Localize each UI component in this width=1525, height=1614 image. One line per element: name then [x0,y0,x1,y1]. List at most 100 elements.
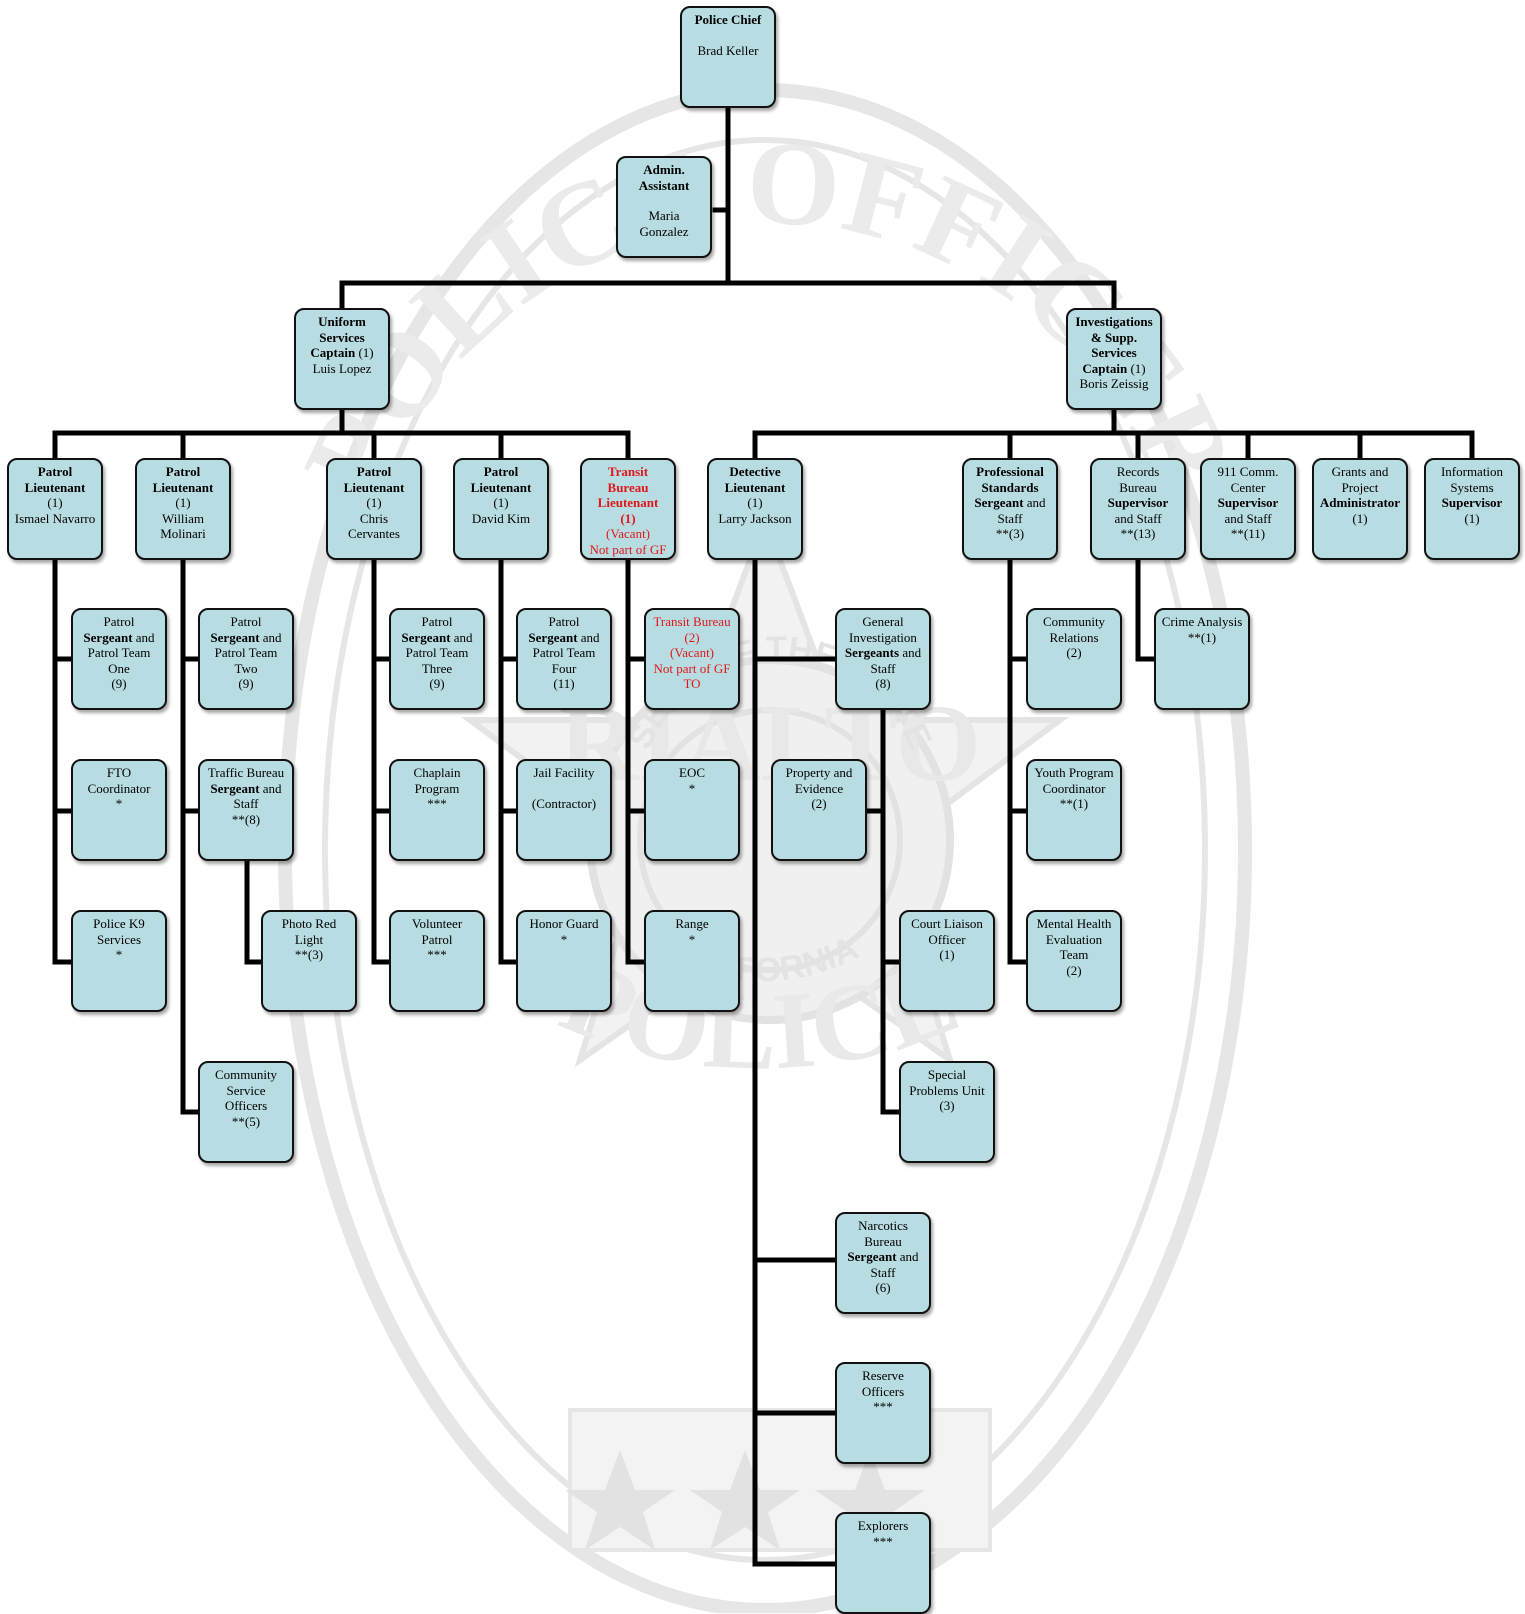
node-text-line: * [649,781,735,797]
node-text: Reserve [862,1368,904,1383]
node-text: Explorers [857,1518,909,1533]
node-text-line: Community [203,1067,289,1083]
node-text-bold: Sergeant [210,780,260,796]
node-text-line: Coordinator [1031,781,1117,797]
node-text: Program [414,780,460,796]
node-text-line: (1) [904,947,990,963]
node-text: (11) [553,676,575,691]
node-text: Police K9 [93,916,145,931]
node-line-gap [621,193,707,208]
node-text: (1) [1127,360,1146,376]
node-text: and Staff [1114,510,1162,526]
node-text: (1) [355,345,374,360]
node-text-line: Bureau [585,480,671,496]
node-text-line: Brad Keller [685,43,771,59]
node-text-line: Patrol [394,932,480,948]
node-text-bold: Sergeant [528,629,578,645]
node-text: Two [234,660,258,676]
node-text: Not part of GF [589,541,667,557]
node-text-line: **(1) [1159,630,1245,646]
node-text-bold: Lieutenant [152,479,214,495]
node-text-line: Patrol [521,614,607,630]
node-text-line: Lieutenant [585,495,671,511]
node-text-bold: Patrol [165,464,201,479]
node-text: (1) [1352,510,1368,526]
node-text-line: Staff [840,661,926,677]
node-text: (Contractor) [531,795,597,811]
node-text-line: Four [521,661,607,677]
node-text-line: (3) [904,1098,990,1114]
node-text-line: (2) [1031,963,1117,979]
node-text: *** [427,947,447,962]
node-text-line: Not part of GF [585,542,671,558]
node-text-line: Molinari [140,526,226,542]
node-text: **(13) [1120,526,1156,541]
node-text: Chaplain [413,765,461,780]
node-text-line: Captain (1) [299,345,385,361]
node-text: (2) [1066,645,1082,660]
node-text-line: Chaplain [394,765,480,781]
node-text-line: Officers [203,1098,289,1114]
node-text-bold: Admin. [643,162,685,177]
node-text-bold: Patrol [483,464,519,479]
node-text: Youth Program [1034,765,1114,780]
node-text-line: Sergeant and [203,781,289,797]
node-text-line: Administrator [1317,495,1403,511]
node-text-line: TO [649,676,735,692]
node-text-line: Sergeant and [76,630,162,646]
node-text-line: Transit Bureau [649,614,735,630]
node-text-line: David Kim [458,511,544,527]
node-text-line: and Staff [1095,511,1181,527]
node-text: (1) [939,947,955,962]
node-text-line: (1) [585,511,671,527]
node-text-line: (2) [776,796,862,812]
node-text: TO [683,676,701,691]
node-text: Evidence [794,780,844,796]
node-text-line: Jail Facility [521,765,607,781]
node-text-line: Service [203,1083,289,1099]
node-text-bold: Lieutenant [597,495,659,510]
node-text: Brad Keller [697,42,759,58]
node-text-line: Patrol [140,464,226,480]
node-text-line: Systems [1429,480,1515,496]
node-text: and [577,629,600,645]
node-text: Officer [928,931,966,947]
node-text-line: Staff [967,511,1053,527]
node-text: Cervantes [348,526,400,541]
node-text-line: **(3) [967,526,1053,542]
node-text-line: Cervantes [331,526,417,542]
node-text: Team [1059,947,1089,962]
node-text-line: **(3) [266,947,352,963]
node-text: Staff [870,660,896,676]
node-text: (3) [939,1098,955,1113]
node-text-line: *** [394,947,480,963]
node-text-line: Admin. [621,162,707,178]
node-text: (Vacant) [669,645,715,660]
node-text-bold: Supervisor [1441,495,1503,510]
node-text-line: Evidence [776,781,862,797]
node-text: **(11) [1230,526,1266,541]
org-node-crime-analysis: Crime Analysis**(1) [1154,608,1250,710]
node-text-line: Youth Program [1031,765,1117,781]
node-text: Staff [870,1264,896,1280]
node-text-line: (1) [458,495,544,511]
node-text-line: **(11) [1205,526,1291,542]
node-text-line: (1) [712,495,798,511]
node-text-line: (11) [521,676,607,692]
node-text: (1) [747,495,763,510]
node-text: (2) [811,796,827,811]
node-text: * [688,931,696,947]
node-text-line: Patrol [331,464,417,480]
node-text-line: Traffic Bureau [203,765,289,781]
node-text-line: Relations [1031,630,1117,646]
node-text: *** [873,1533,893,1549]
node-text-line: Sergeant and [840,1249,926,1265]
node-text: Boris Zeissig [1079,376,1149,391]
